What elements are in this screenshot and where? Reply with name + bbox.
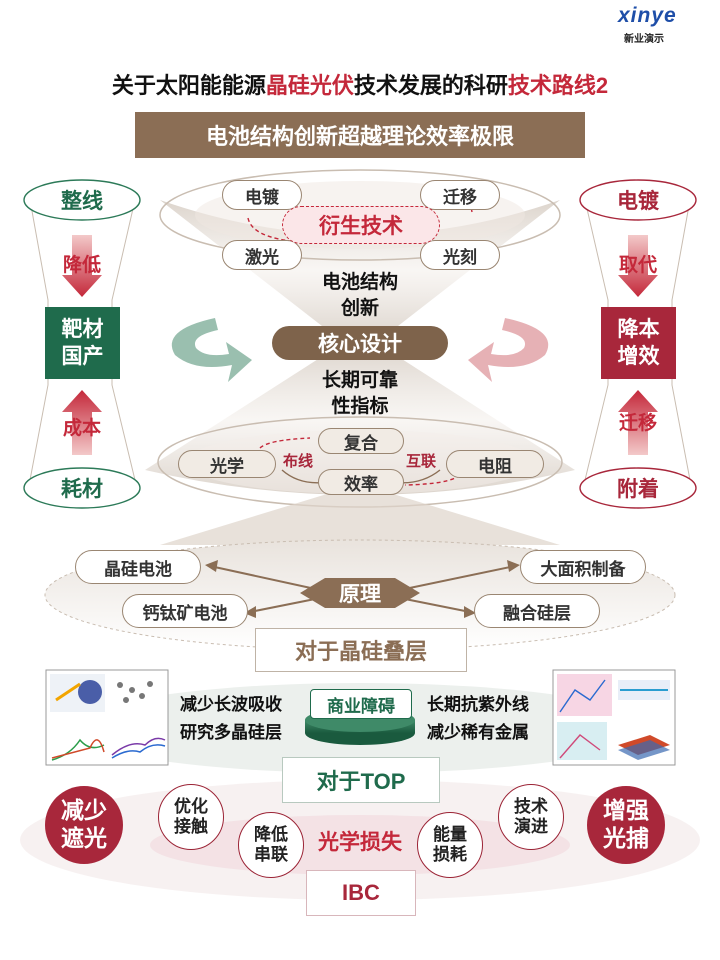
top-ring-item-laser: 激光	[222, 240, 302, 270]
core-design-pill: 核心设计	[272, 326, 448, 360]
bottom-ring-link-interconnect: 互联	[406, 453, 437, 470]
right-panel-top: 电镀	[617, 190, 659, 213]
ibc-energy-loss: 能量 损耗	[417, 812, 483, 878]
banner: 电池结构创新超越理论效率极限	[135, 112, 585, 158]
title-part-2: 晶硅光伏	[265, 73, 354, 98]
ibc-tech-evolution: 技术 演进	[498, 784, 564, 850]
top-left-line-2: 研究多晶硅层	[180, 723, 282, 742]
logo: xinye	[618, 4, 677, 27]
research-figure-left	[45, 669, 169, 766]
bottom-ring-link-wiring: 布线	[283, 453, 314, 470]
principle-item-large-area: 大面积制备	[520, 550, 646, 584]
top-ring-item-migration: 迁移	[420, 180, 500, 210]
principle-section-label: 对于晶硅叠层	[255, 628, 467, 672]
bottom-ring-item-resistance: 电阻	[446, 450, 544, 478]
bottom-ring-item-optics: 光学	[178, 450, 276, 478]
top-left-line-1: 减少长波吸收	[180, 695, 282, 714]
left-panel-box: 靶材 国产	[45, 307, 120, 379]
principle-item-fused-layer: 融合硅层	[474, 594, 600, 628]
funnel-upper-text: 电池结构 创新	[321, 272, 398, 319]
principle-item-perovskite: 钙钛矿电池	[122, 594, 248, 628]
right-panel-box: 降本 增效	[601, 307, 676, 379]
title-part-4: 技术路线2	[507, 73, 609, 98]
top-ring-item-lithography: 光刻	[420, 240, 500, 270]
top-ring-item-electroplating: 电镀	[222, 180, 302, 210]
right-panel-bottom: 附着	[617, 478, 659, 501]
principle-item-silicon-cell: 晶硅电池	[75, 550, 201, 584]
top-ring-center: 衍生技术	[282, 206, 440, 244]
title-part-1: 关于太阳能能源	[111, 73, 266, 98]
top-right-line-2: 减少稀有金属	[427, 723, 529, 742]
left-panel-bottom: 耗材	[61, 478, 103, 501]
logo-subtitle: 新业演示	[624, 34, 664, 45]
ibc-optimize-contact: 优化 接触	[158, 784, 224, 850]
left-arrow-up-label: 成本	[62, 418, 101, 439]
top-section-label: 对于TOP	[282, 757, 440, 803]
funnel-lower-text: 长期可靠 性指标	[321, 370, 398, 417]
left-panel-top: 整线	[61, 190, 103, 213]
top-right-line-1: 长期抗紫外线	[427, 695, 529, 714]
page-title: 关于太阳能能源晶硅光伏技术发展的科研技术路线2	[0, 68, 720, 100]
bottom-ring-item-efficiency: 效率	[318, 469, 404, 495]
ibc-optical-loss: 光学损失	[318, 831, 402, 854]
ibc-reduce-series: 降低 串联	[238, 812, 304, 878]
right-arrow-down-label: 取代	[618, 255, 657, 276]
principle-center: 原理	[339, 583, 381, 606]
research-figure-right	[552, 669, 676, 766]
bottom-ring-item-recombination: 复合	[318, 428, 404, 454]
ibc-section-label: IBC	[306, 870, 416, 916]
ibc-reduce-shading: 减少 遮光	[45, 786, 123, 864]
commercial-barrier-pill: 商业障碍	[310, 689, 412, 719]
left-arrow-down-label: 降低	[62, 255, 101, 276]
ibc-enhance-capture: 增强 光捕	[587, 786, 665, 864]
right-arrow-up-label: 迁移	[618, 413, 657, 434]
title-part-3: 技术发展的科研	[353, 73, 508, 98]
